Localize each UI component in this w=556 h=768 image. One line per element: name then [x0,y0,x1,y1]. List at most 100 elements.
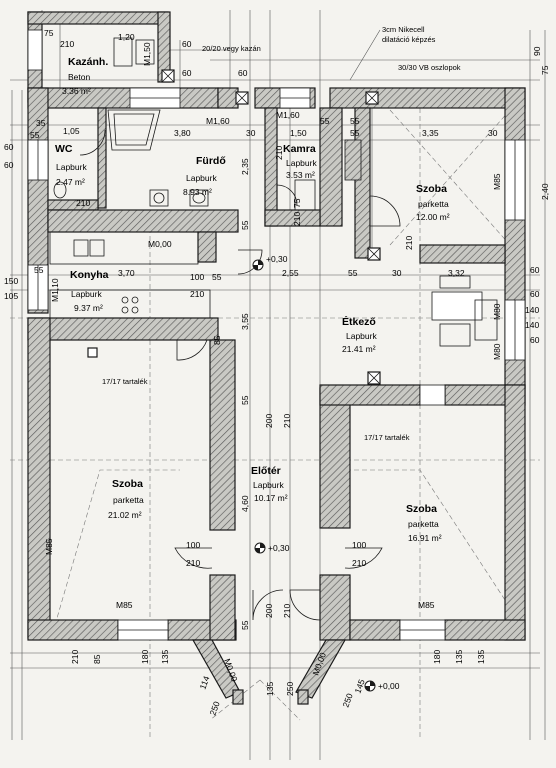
dim-label: 135 [476,650,486,664]
room-floor-etkezo: Lapburk [346,331,377,341]
dim-label: 60 [182,39,192,49]
room-floor-eloter: Lapburk [253,480,284,490]
dim-label: 55 [348,268,358,278]
dim-label: 55 [350,128,360,138]
dim-label: 60 [530,289,540,299]
room-area-szoba2: 21.02 m² [108,510,142,520]
room-area-kazan: 3.36 m² [62,86,91,96]
dim-label: 250 [285,682,295,696]
dim-label: 210 [76,198,90,208]
room-name-kazan: Kazánh. [68,56,108,68]
level-markers [252,259,376,692]
dim-label: 3,80 [174,128,191,138]
dim-label: 60 [238,68,248,78]
dim-label: 2,55 [282,268,299,278]
dimension-numbers: 75 210 1,20 60 60 60 35 55 1,05 3,80 30 … [4,28,550,717]
note-oszlop: 30/30 VB oszlopok [398,63,461,72]
dim-label: 210 [352,558,366,568]
room-floor-furdo: Lapburk [186,173,217,183]
fixtures [49,37,498,347]
dim-label: 30 [392,268,402,278]
dim-label: 180 [432,650,442,664]
annotations: 20/20 vegy kazán 3cm Nikecell dilatáció … [102,25,461,442]
dim-label: 60 [182,68,192,78]
room-name-etkezo: Étkező [342,315,376,328]
dim-label: 135 [160,650,170,664]
dim-label: 200 [264,414,274,428]
room-floor-szoba2: parketta [113,495,144,505]
dim-label: 55 [30,130,40,140]
dim-label: 135 [265,682,275,696]
dim-label: 55 [320,116,330,126]
note-nikecell-2: dilatáció képzés [382,35,436,44]
room-area-konyha: 9.37 m² [74,303,103,313]
wall-tag: M1,10 [50,278,60,302]
dim-label: 35 [36,118,46,128]
room-area-szoba3: 16.91 m² [408,533,442,543]
room-floor-wc: Lapburk [56,162,87,172]
dim-label: 85 [92,654,102,664]
room-name-wc: WC [55,143,73,155]
dim-label: 60 [4,160,14,170]
room-name-szoba1: Szoba [416,183,447,195]
dim-label: 55 [350,116,360,126]
dim-label: 210 [292,212,302,226]
windows [27,29,526,641]
wall-tag: M80 [492,303,502,320]
level-value: +0,00 [378,681,400,691]
dim-label: 100 [186,540,200,550]
dim-label: 60 [530,335,540,345]
dim-label: 55 [212,272,222,282]
dim-label: 145 [352,678,366,695]
columns [87,69,381,385]
room-floor-szoba3: parketta [408,519,439,529]
dim-label: 1,05 [63,126,80,136]
room-area-kamra: 3.53 m² [286,170,315,180]
dim-label: 114 [197,674,211,690]
dim-label: 200 [264,604,274,618]
room-name-konyha: Konyha [70,269,109,281]
dim-label: 55 [240,395,250,405]
dim-label: 100 [190,272,204,282]
room-floor-konyha: Lapburk [71,289,102,299]
dim-label: 210 [274,146,284,160]
room-area-eloter: 10.17 m² [254,493,288,503]
dim-label: 210 [282,414,292,428]
dim-label: 250 [340,692,354,709]
room-name-eloter: Előtér [251,465,281,477]
dim-label: 250 [207,700,221,717]
dim-label: 3,70 [118,268,135,278]
dim-label: 60 [530,265,540,275]
room-name-kamra: Kamra [283,143,316,155]
wall-tag: M1,60 [276,110,300,120]
room-area-szoba1: 12.00 m² [416,212,450,222]
wall-tag: M1,60 [206,116,230,126]
dim-label: 140 [525,305,539,315]
wall-tag: M1,50 [142,42,152,66]
level-value: +0,30 [268,543,290,553]
room-name-szoba2: Szoba [112,478,143,490]
dim-label: 210 [70,650,80,664]
wall-tag: M85 [492,173,502,190]
dim-label: 140 [525,320,539,330]
dim-label: 180 [140,650,150,664]
room-area-etkezo: 21.41 m² [342,344,376,354]
wall-tag: M80 [492,343,502,360]
note-tartalek-2: 17/17 tartalék [364,433,410,442]
wall-tag: M85 [116,600,133,610]
dim-label: 2,40 [540,183,550,200]
level-value: M0,00 [148,239,172,249]
level-value: +0,30 [266,254,288,264]
dim-label: 100 [352,540,366,550]
room-area-furdo: 8.93 m² [183,187,212,197]
wall-tag: M85 [418,600,435,610]
room-floor-szoba1: parketta [418,199,449,209]
dim-label: 135 [454,650,464,664]
dim-label: 210 [60,39,74,49]
dim-label: 85 [212,335,222,345]
dim-label: 3,35 [422,128,439,138]
dim-label: 4,60 [240,495,250,512]
dim-label: 60 [4,142,14,152]
note-kazan: 20/20 vegy kazán [202,44,261,53]
